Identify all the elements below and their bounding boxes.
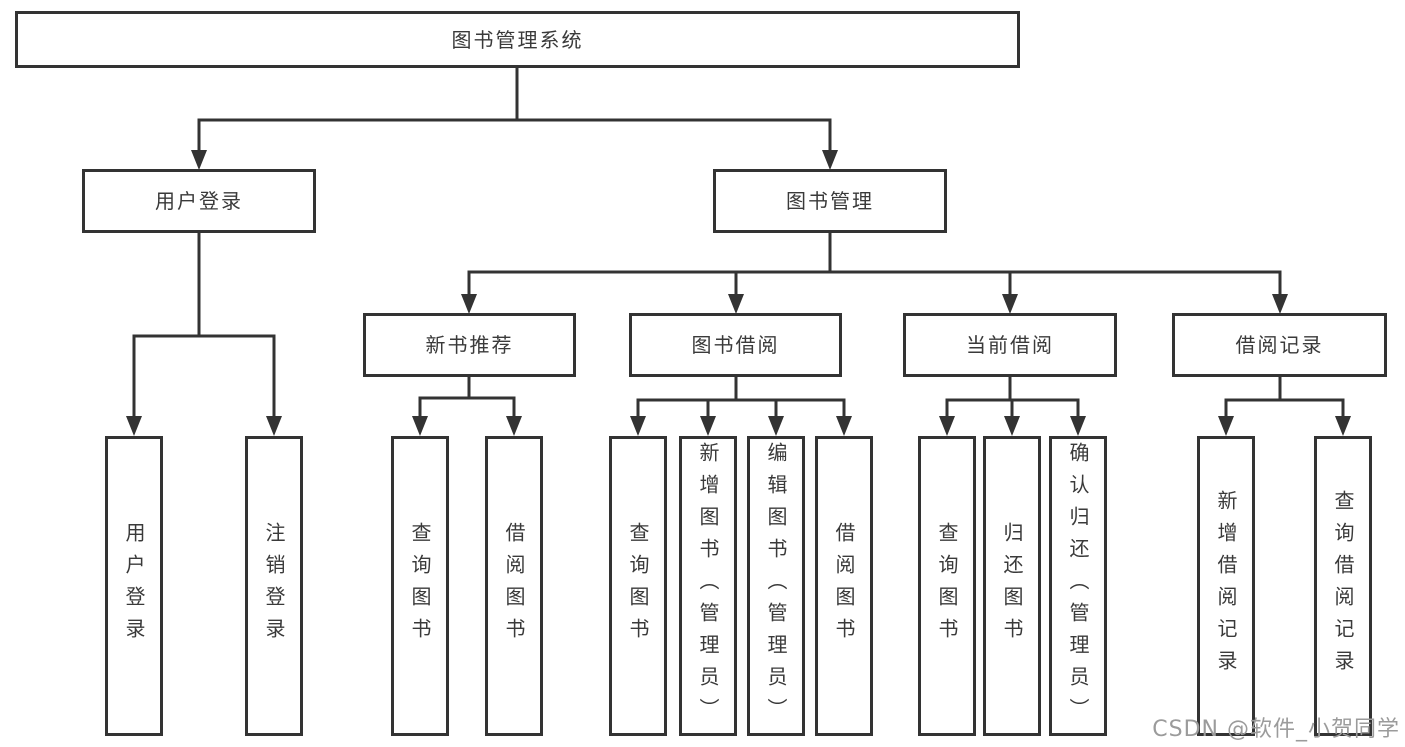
leaf-return-books: 归还图书: [983, 436, 1041, 736]
leaf-current-query-books: 查询图书: [918, 436, 976, 736]
leaf-user-login: 用户登录: [105, 436, 163, 736]
leaf-logout: 注销登录: [245, 436, 303, 736]
node-user-login: 用户登录: [82, 169, 316, 233]
leaf-recommend-borrow-books: 借阅图书: [485, 436, 543, 736]
node-book-management: 图书管理: [713, 169, 947, 233]
leaf-confirm-return-admin: 确认归还（管理员）: [1049, 436, 1107, 736]
leaf-borrow-books: 借阅图书: [815, 436, 873, 736]
leaf-query-borrow-record: 查询借阅记录: [1314, 436, 1372, 736]
leaf-add-books-admin: 新增图书（管理员）: [679, 436, 737, 736]
node-borrow-records: 借阅记录: [1172, 313, 1387, 377]
leaf-recommend-query-books: 查询图书: [391, 436, 449, 736]
node-new-book-recommend: 新书推荐: [363, 313, 576, 377]
leaf-add-borrow-record: 新增借阅记录: [1197, 436, 1255, 736]
node-library-management-system: 图书管理系统: [15, 11, 1020, 68]
node-book-borrow: 图书借阅: [629, 313, 842, 377]
leaf-edit-books-admin: 编辑图书（管理员）: [747, 436, 805, 736]
node-current-borrow: 当前借阅: [903, 313, 1117, 377]
leaf-borrow-query-books: 查询图书: [609, 436, 667, 736]
